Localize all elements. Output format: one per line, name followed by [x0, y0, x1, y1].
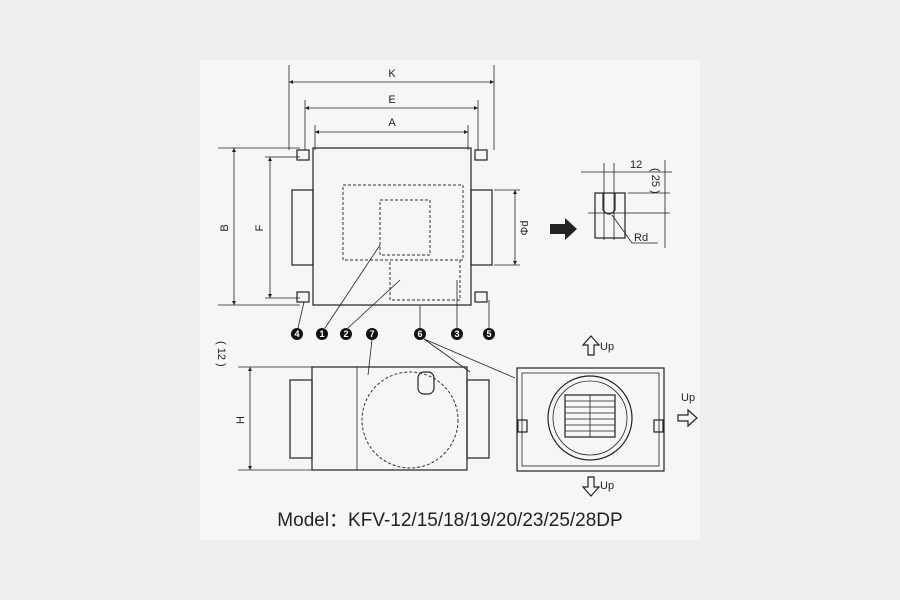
svg-text:Up: Up [600, 341, 614, 353]
dimension-b: B [218, 147, 300, 306]
svg-text:1: 1 [319, 329, 324, 339]
svg-text:7: 7 [369, 329, 374, 339]
svg-text:A: A [388, 117, 396, 129]
svg-text:5: 5 [486, 329, 491, 339]
dimension-a: A [314, 117, 469, 150]
svg-text:Up: Up [600, 480, 614, 492]
dimension-bottom-offset: ( 12 ) [215, 341, 227, 367]
dimension-f: F [254, 156, 300, 299]
slot-detail: 12 ( 25 ) Rd [581, 159, 672, 248]
dimension-h: H [235, 416, 247, 424]
svg-text:F: F [254, 224, 266, 231]
svg-text:3: 3 [454, 329, 459, 339]
svg-text:2: 2 [343, 329, 348, 339]
front-view [516, 367, 665, 472]
arrow-right-icon [550, 218, 577, 240]
model-caption: Model：KFV-12/15/18/19/20/23/25/28DP [277, 510, 623, 531]
part-callouts: 4 1 2 7 6 3 5 [291, 244, 516, 379]
svg-text:Rd: Rd [634, 232, 648, 244]
up-arrow-top: Up [581, 335, 614, 356]
svg-text:E: E [388, 94, 395, 106]
dimension-e: E [304, 94, 479, 150]
svg-text:Up: Up [681, 392, 695, 404]
svg-text:K: K [388, 68, 396, 80]
side-view: H [235, 366, 490, 471]
svg-text:4: 4 [294, 329, 299, 339]
top-view: Φd [291, 147, 531, 306]
svg-text:12: 12 [630, 159, 642, 171]
svg-text:6: 6 [417, 329, 422, 339]
dimension-k: K [288, 65, 495, 150]
svg-text:B: B [219, 224, 231, 231]
svg-text:( 25 ): ( 25 ) [649, 168, 661, 194]
up-arrow-right: Up [677, 392, 698, 428]
dimension-d: Φd [519, 221, 531, 236]
up-arrow-bottom: Up [581, 476, 614, 497]
